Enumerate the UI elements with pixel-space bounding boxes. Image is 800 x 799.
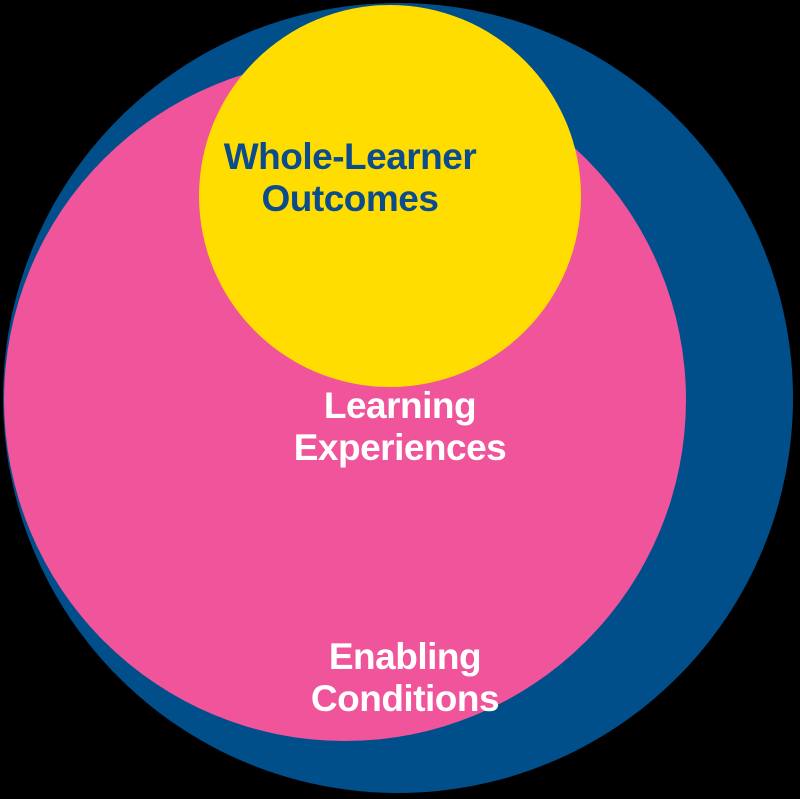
circle-whole-learner-outcomes[interactable] (199, 5, 581, 387)
label-learning-experiences: Learning Experiences (293, 385, 507, 469)
label-whole-learner-outcomes: Whole-Learner Outcomes (223, 136, 477, 220)
label-enabling-conditions: Enabling Conditions (310, 636, 500, 720)
